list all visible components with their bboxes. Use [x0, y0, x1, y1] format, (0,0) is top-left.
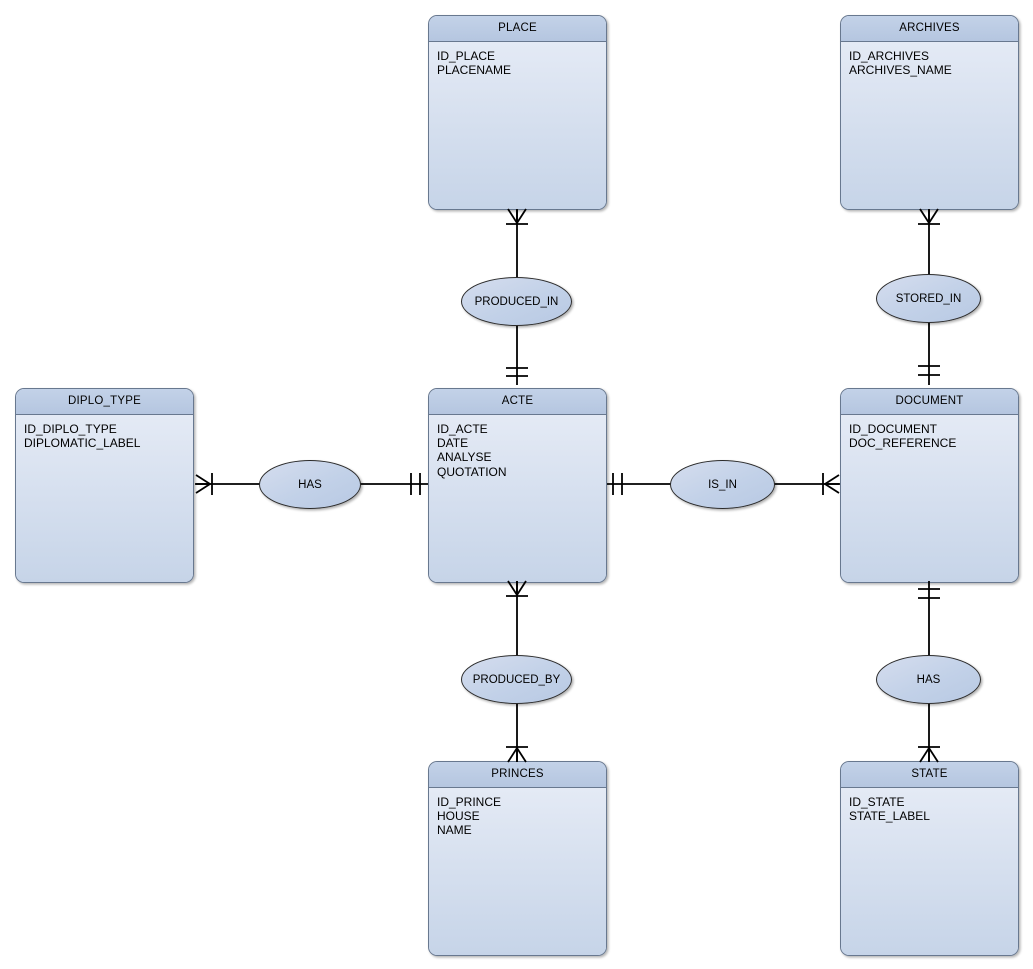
relationship-produced-in[interactable]: PRODUCED_IN	[461, 277, 572, 326]
entity-state[interactable]: STATE ID_STATE STATE_LABEL	[840, 761, 1019, 956]
entity-place-attributes: ID_PLACE PLACENAME	[429, 42, 606, 209]
entity-document[interactable]: DOCUMENT ID_DOCUMENT DOC_REFERENCE	[840, 388, 1019, 583]
attribute: DIPLOMATIC_LABEL	[24, 436, 141, 451]
relationship-produced-by[interactable]: PRODUCED_BY	[461, 655, 572, 704]
relationship-is-in-label: IS_IN	[708, 478, 737, 491]
attribute: ID_ACTE	[437, 422, 488, 436]
entity-princes-title: PRINCES	[429, 762, 606, 788]
attribute: PLACENAME	[437, 63, 512, 78]
attribute: NAME	[437, 823, 472, 838]
attribute: ID_PLACE	[437, 49, 496, 63]
attribute: QUOTATION	[437, 464, 507, 479]
attribute: ARCHIVES_NAME	[849, 63, 952, 78]
attribute: DOC_REFERENCE	[849, 436, 957, 451]
relationship-stored-in[interactable]: STORED_IN	[876, 274, 981, 323]
entity-princes-attributes: ID_PRINCE HOUSE NAME	[429, 788, 606, 955]
relationship-has-diplo-type[interactable]: HAS	[259, 460, 361, 509]
entity-document-title: DOCUMENT	[841, 389, 1018, 415]
attribute: DATE	[437, 436, 469, 451]
relationship-is-in[interactable]: IS_IN	[670, 460, 775, 509]
relationship-has-diplo-type-label: HAS	[298, 478, 322, 491]
entity-archives-title: ARCHIVES	[841, 16, 1018, 42]
relationship-produced-in-label: PRODUCED_IN	[474, 295, 559, 308]
attribute: HOUSE	[437, 809, 480, 824]
attribute: ID_ARCHIVES	[849, 49, 930, 63]
entity-diplo-type[interactable]: DIPLO_TYPE ID_DIPLO_TYPE DIPLOMATIC_LABE…	[15, 388, 194, 583]
entity-state-attributes: ID_STATE STATE_LABEL	[841, 788, 1018, 955]
entity-diplo-type-attributes: ID_DIPLO_TYPE DIPLOMATIC_LABEL	[16, 415, 193, 582]
entity-acte-title: ACTE	[429, 389, 606, 415]
attribute: ID_DOCUMENT	[849, 422, 938, 436]
entity-place-title: PLACE	[429, 16, 606, 42]
attribute: ANALYSE	[437, 450, 492, 465]
attribute: ID_DIPLO_TYPE	[24, 422, 117, 436]
attribute: ID_PRINCE	[437, 795, 502, 809]
entity-acte-attributes: ID_ACTE DATE ANALYSE QUOTATION	[429, 415, 606, 582]
entity-diplo-type-title: DIPLO_TYPE	[16, 389, 193, 415]
attribute: STATE_LABEL	[849, 809, 930, 824]
entity-acte[interactable]: ACTE ID_ACTE DATE ANALYSE QUOTATION	[428, 388, 607, 583]
entity-archives[interactable]: ARCHIVES ID_ARCHIVES ARCHIVES_NAME	[840, 15, 1019, 210]
entity-princes[interactable]: PRINCES ID_PRINCE HOUSE NAME	[428, 761, 607, 956]
entity-archives-attributes: ID_ARCHIVES ARCHIVES_NAME	[841, 42, 1018, 209]
relationship-produced-by-label: PRODUCED_BY	[472, 673, 561, 686]
entity-state-title: STATE	[841, 762, 1018, 788]
entity-place[interactable]: PLACE ID_PLACE PLACENAME	[428, 15, 607, 210]
entity-document-attributes: ID_DOCUMENT DOC_REFERENCE	[841, 415, 1018, 582]
relationship-has-state[interactable]: HAS	[876, 655, 981, 704]
relationship-has-state-label: HAS	[916, 673, 941, 686]
relationship-stored-in-label: STORED_IN	[895, 292, 962, 305]
attribute: ID_STATE	[849, 795, 905, 809]
